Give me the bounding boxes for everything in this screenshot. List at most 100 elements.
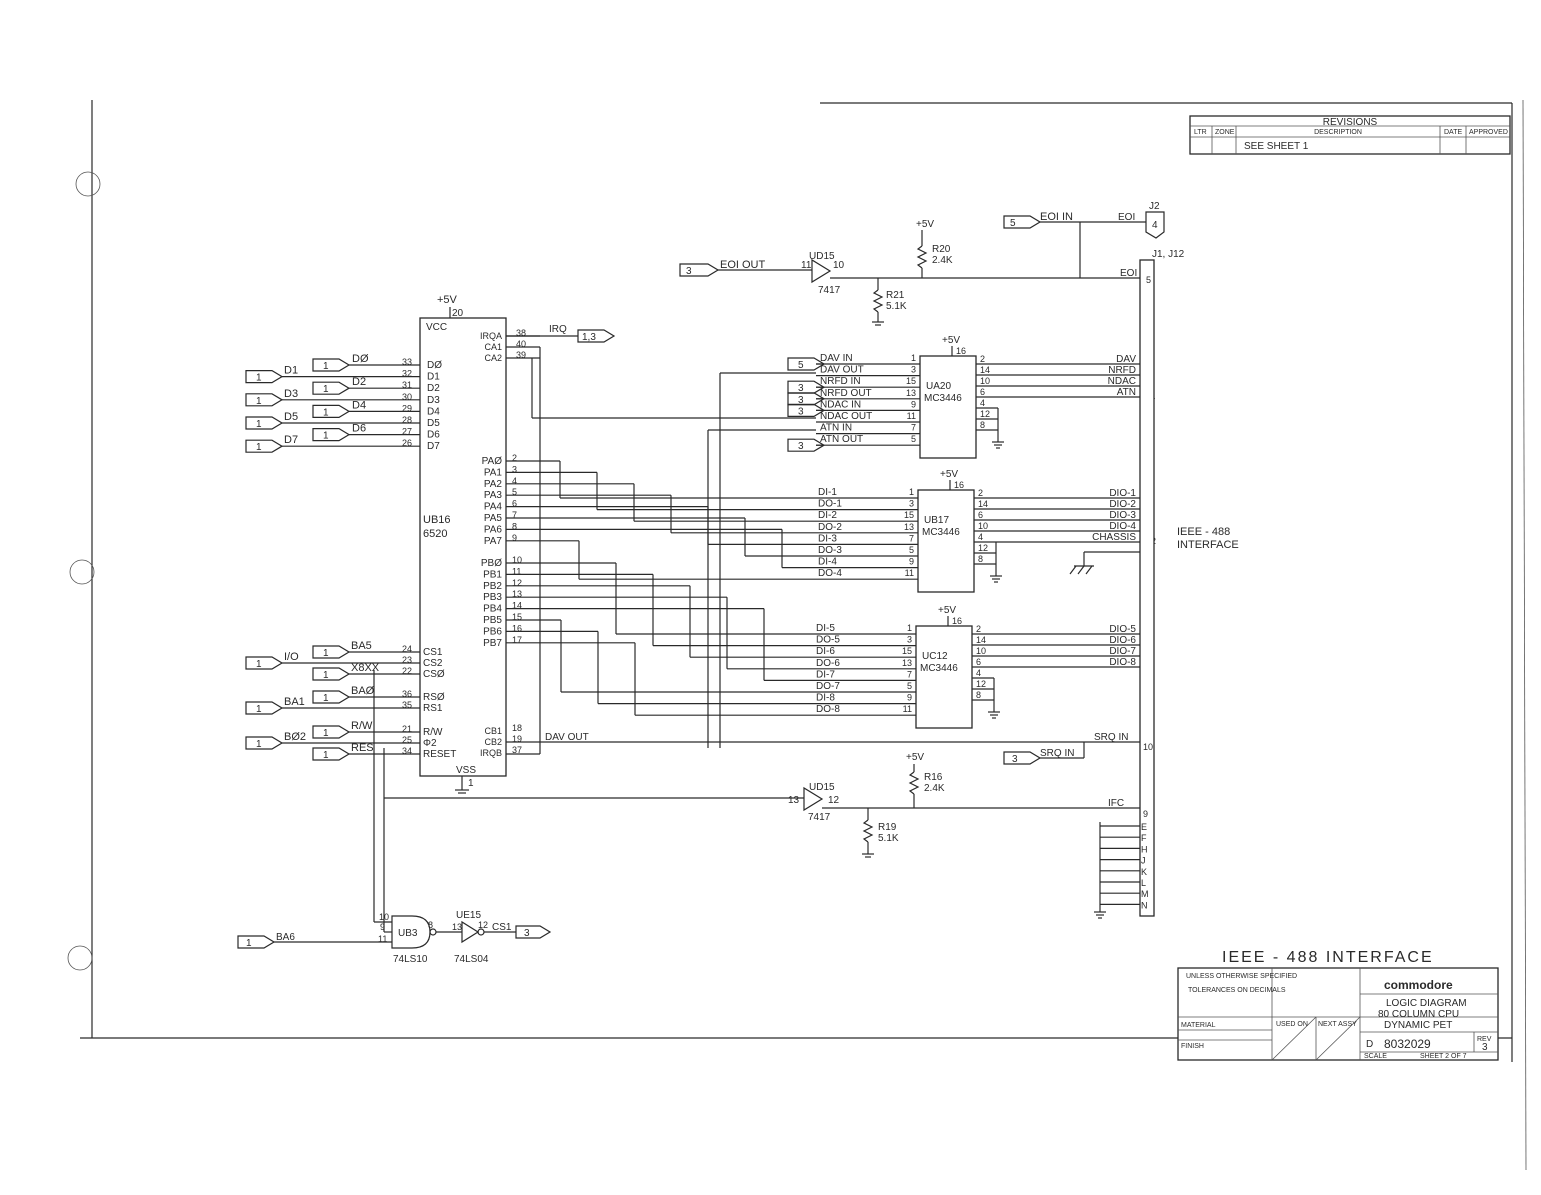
ifc-pwr: +5V: [906, 752, 924, 763]
j2-label: J2: [1149, 201, 1160, 212]
eoi-in-ref: 5: [1010, 218, 1016, 229]
conn-gnd-pin-e: E: [1141, 822, 1147, 832]
pia-pin-num-34: 34: [402, 746, 412, 756]
pia-pin-data-1: D1: [427, 372, 440, 383]
ub3-pin-b: 9: [380, 922, 385, 932]
pia-pin-pa-5: PA5: [484, 513, 503, 524]
pia-pin-num-15: 15: [512, 612, 522, 622]
tb-material: MATERIAL: [1181, 1022, 1216, 1029]
data-port-outer-0: [245, 370, 284, 384]
connector-label-line2: INTERFACE: [1177, 539, 1239, 551]
driver-name-2: UC12: [922, 651, 948, 662]
punch-hole-bottom: [67, 945, 93, 971]
driver-in-pin-2-1: 3: [907, 635, 912, 645]
data-port-outer-2-ref: 1: [256, 419, 262, 430]
pia-pin-num-30: 30: [402, 392, 412, 402]
driver-in-pin-0-1: 3: [911, 365, 916, 375]
tb-dwg-no: 8032029: [1384, 1037, 1431, 1051]
r19-name: R19: [878, 822, 897, 833]
conn-gnd-pin-j: J: [1141, 856, 1146, 866]
data-port-inner-3-ref: 1: [323, 431, 329, 442]
pia-pin-data-7: D7: [427, 441, 440, 452]
driver-in-pin-0-4: 9: [911, 399, 916, 409]
ctrl-wire-label-1: I/O: [284, 651, 299, 663]
ub3-pin-a: 10: [379, 912, 389, 922]
eoi-out-label: EOI OUT: [720, 259, 766, 271]
driver-out-pin-0-5: 12: [980, 409, 990, 419]
pia-pin-pb-0: PBØ: [481, 558, 502, 569]
pia-pin-num-29: 29: [402, 403, 412, 413]
srq-bus-label: SRQ IN: [1094, 732, 1128, 743]
driver-out-pin-0-0: 2: [980, 354, 985, 364]
pia-pin-pa-6: PA6: [484, 524, 503, 535]
pia-pin-ctrl-0: CS1: [423, 647, 443, 658]
driver-bus-2-2: DIO-7: [1109, 646, 1136, 657]
pia-pin-pb-1: PB1: [483, 569, 502, 580]
driver-in-pin-1-7: 11: [905, 568, 914, 578]
driver-in-label-0-6: ATN IN: [820, 423, 852, 434]
conn-gnd-pin-k: K: [1141, 867, 1147, 877]
pia-pin-num-36: 36: [402, 689, 412, 699]
pia-pin-pb-6: PB6: [483, 626, 502, 637]
r20-name: R20: [932, 244, 951, 255]
pia-vss-label: VSS: [456, 765, 476, 776]
dav-srq-lines: DAV OUT 3 SRQ IN SRQ IN 10: [506, 732, 1153, 765]
pia-body: [419, 317, 507, 777]
pia-pin-num-40: 40: [516, 339, 526, 349]
ifc-conn-pin: 9: [1143, 809, 1148, 819]
tb-company: commodore: [1384, 978, 1453, 992]
ub3-part: 74LS10: [393, 954, 428, 965]
driver-bus-2-3: DIO-8: [1109, 657, 1136, 668]
pia-pin-num-33: 33: [402, 357, 412, 367]
pia-pin-cb-0: CB1: [484, 726, 502, 736]
punch-hole-top: [75, 171, 101, 197]
driver-bus-1-3: DIO-4: [1109, 521, 1136, 532]
pia-pin-pa-2: PA2: [484, 479, 503, 490]
driver-out-pin-2-0: 2: [976, 624, 981, 634]
driver-out-pin-1-6: 8: [978, 554, 983, 564]
data-wire-label-inner-0: DØ: [352, 353, 369, 365]
pia-pin-num-24: 24: [402, 644, 412, 654]
pia-pin-data-4: D4: [427, 406, 440, 417]
ctrl-port-2-ref: 1: [323, 670, 329, 681]
driver-in-label-1-4: DI-3: [818, 533, 837, 544]
driver-bus-0-2: NDAC: [1108, 376, 1136, 387]
ua20-sheet-port-0-ref: 5: [798, 360, 804, 371]
driver-part-2: MC3446: [920, 663, 958, 674]
eoi-bus-label-j2: EOI: [1118, 212, 1135, 223]
pia-vcc-pin: 20: [452, 308, 464, 319]
conn-gnd-pin-l: L: [1141, 878, 1146, 888]
data-port-inner-1: [312, 381, 351, 395]
pia-pin-num-27: 27: [402, 427, 412, 437]
ctrl-port-3-ref: 1: [323, 693, 329, 704]
tb-next-assy: NEXT ASSY: [1318, 1021, 1357, 1028]
eoi-in-label: EOI IN: [1040, 211, 1073, 223]
tb-unless: UNLESS OTHERWISE SPECIFIED: [1186, 973, 1297, 980]
tb-sheet: SHEET 2 OF 7: [1420, 1053, 1467, 1060]
driver-out-pin-1-1: 14: [978, 499, 988, 509]
eoi-bus-label: EOI: [1120, 268, 1137, 279]
revisions-col-approved: APPROVED: [1469, 129, 1508, 136]
driver-in-pin-0-7: 5: [911, 434, 916, 444]
driver-out-pin-2-6: 8: [976, 690, 981, 700]
driver-in-pin-2-7: 11: [903, 704, 912, 714]
driver-out-pin-0-3: 6: [980, 387, 985, 397]
driver-pwr-0: +5V: [942, 335, 960, 346]
ctrl-wire-label-7: RES: [351, 742, 374, 754]
cs-logic: 1 BA6 UB3 74LS10 10 9 11 8 UE15 74LS04 1…: [237, 670, 552, 965]
eoi-in-port: [1003, 215, 1042, 229]
pia-vss-pin: 1: [468, 778, 474, 789]
j2-pin: 4: [1152, 220, 1158, 231]
pia-pin-num-3: 3: [512, 464, 517, 474]
driver-name-1: UB17: [924, 515, 949, 526]
pia-pin-pa-4: PA4: [484, 502, 503, 513]
pia-pin-num-23: 23: [402, 655, 412, 665]
data-port-outer-2: [245, 416, 284, 430]
driver-bus-2-1: DIO-6: [1109, 635, 1136, 646]
driver-out-pin-0-4: 4: [980, 398, 985, 408]
data-port-outer-1: [245, 393, 284, 407]
ctrl-wire-label-5: R/W: [351, 720, 373, 732]
driver-out-pin-1-5: 12: [978, 543, 988, 553]
connector-j1-label: J1, J12: [1152, 249, 1185, 260]
